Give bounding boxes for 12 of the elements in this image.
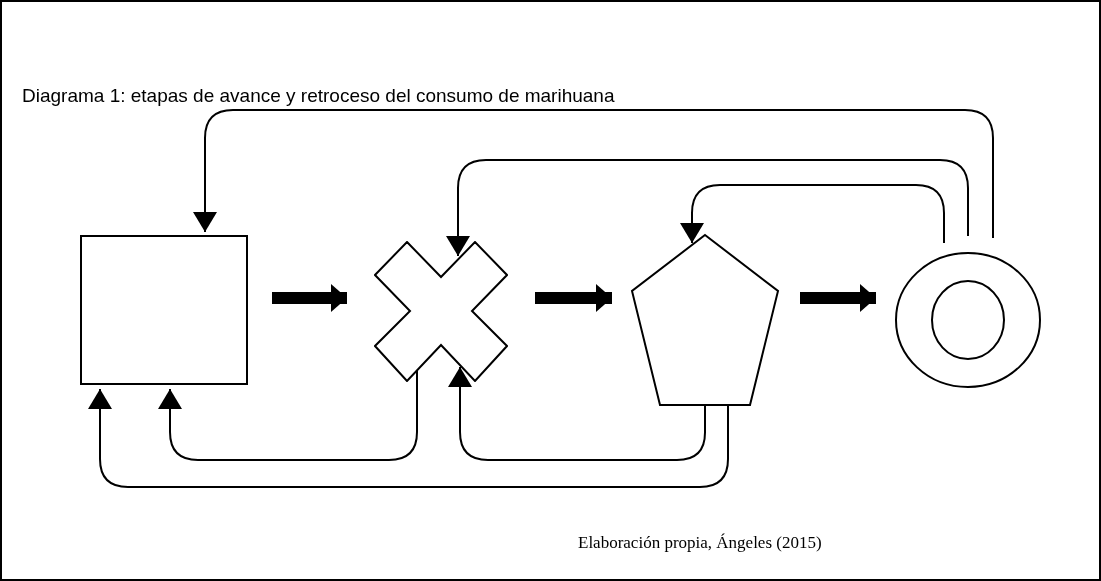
feedback-arrow bbox=[446, 159, 969, 257]
feedback-arrow bbox=[680, 184, 945, 244]
source-caption: Elaboración propia, Ángeles (2015) bbox=[578, 532, 822, 554]
feedback-arrow bbox=[88, 388, 729, 488]
feedback-arrow bbox=[193, 109, 994, 239]
block-arrow bbox=[800, 284, 876, 312]
cross-shape bbox=[374, 241, 508, 382]
feedback-arrow bbox=[448, 366, 706, 461]
pentagon-shape bbox=[630, 233, 780, 407]
block-arrow bbox=[272, 284, 347, 312]
square-shape bbox=[80, 235, 248, 385]
diagram-title: Diagrama 1: etapas de avance y retroceso del consumo de marihuana bbox=[22, 84, 615, 108]
